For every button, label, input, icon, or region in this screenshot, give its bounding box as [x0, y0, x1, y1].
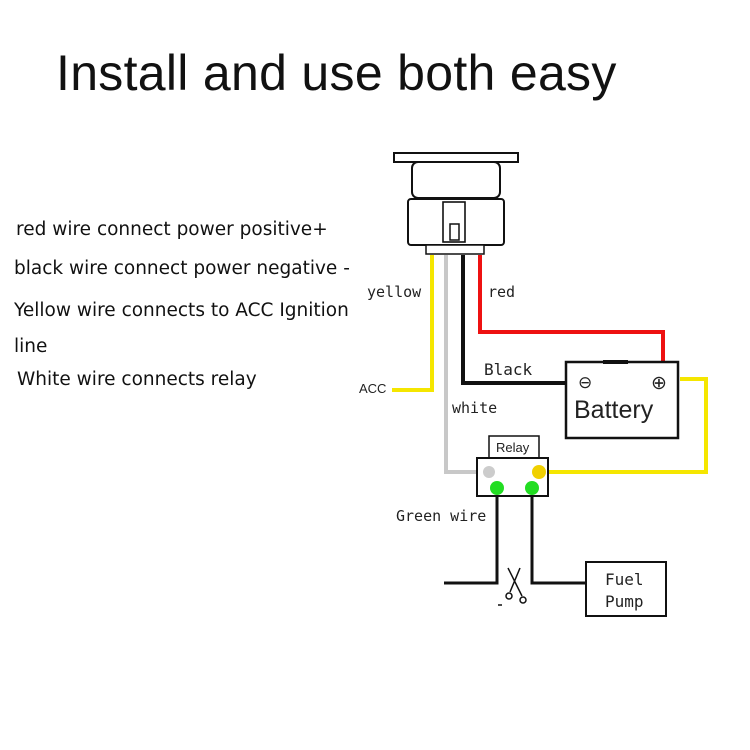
red-wire	[478, 255, 665, 362]
note-yellow-wire-cont: line	[14, 336, 48, 357]
fuel-label: Fuel	[605, 570, 644, 589]
white-label: white	[452, 399, 497, 417]
wires	[392, 255, 708, 585]
fuel-pump: Fuel Pump	[585, 561, 667, 617]
green-wire-right	[530, 494, 586, 585]
battery-positive-icon: ⊕	[651, 373, 667, 394]
yellow-label: yellow	[367, 283, 422, 301]
page-title: Install and use both easy	[56, 45, 617, 101]
green-wire-left	[444, 494, 499, 585]
battery-label: Battery	[574, 396, 654, 424]
pump-label: Pump	[605, 592, 644, 611]
red-label: red	[488, 283, 515, 301]
relay-label: Relay	[496, 440, 530, 455]
white-wire	[444, 255, 488, 474]
battery-negative-icon: ⊖	[578, 373, 592, 392]
battery: ⊖ ⊕ Battery	[564, 360, 680, 440]
yellow-wire-acc	[392, 255, 434, 392]
black-label: Black	[484, 360, 533, 379]
relay-green-terminal-right	[525, 481, 539, 495]
black-wire	[461, 255, 566, 385]
relay-green-terminal-left	[490, 481, 504, 495]
scissors-icon	[505, 567, 527, 604]
note-red-wire: red wire connect power positive+	[16, 219, 328, 240]
note-black-wire: black wire connect power negative -	[14, 258, 350, 279]
note-white-wire: White wire connects relay	[17, 369, 257, 390]
relay-white-terminal	[483, 466, 495, 478]
yellow-wire-relay	[540, 377, 708, 474]
switch-device	[393, 152, 519, 255]
relay-yellow-terminal	[532, 465, 546, 479]
note-yellow-wire: Yellow wire connects to ACC Ignition	[14, 300, 349, 321]
acc-label: ACC	[359, 381, 386, 396]
green-wire-label: Green wire	[396, 507, 486, 525]
relay: Relay	[476, 435, 549, 497]
